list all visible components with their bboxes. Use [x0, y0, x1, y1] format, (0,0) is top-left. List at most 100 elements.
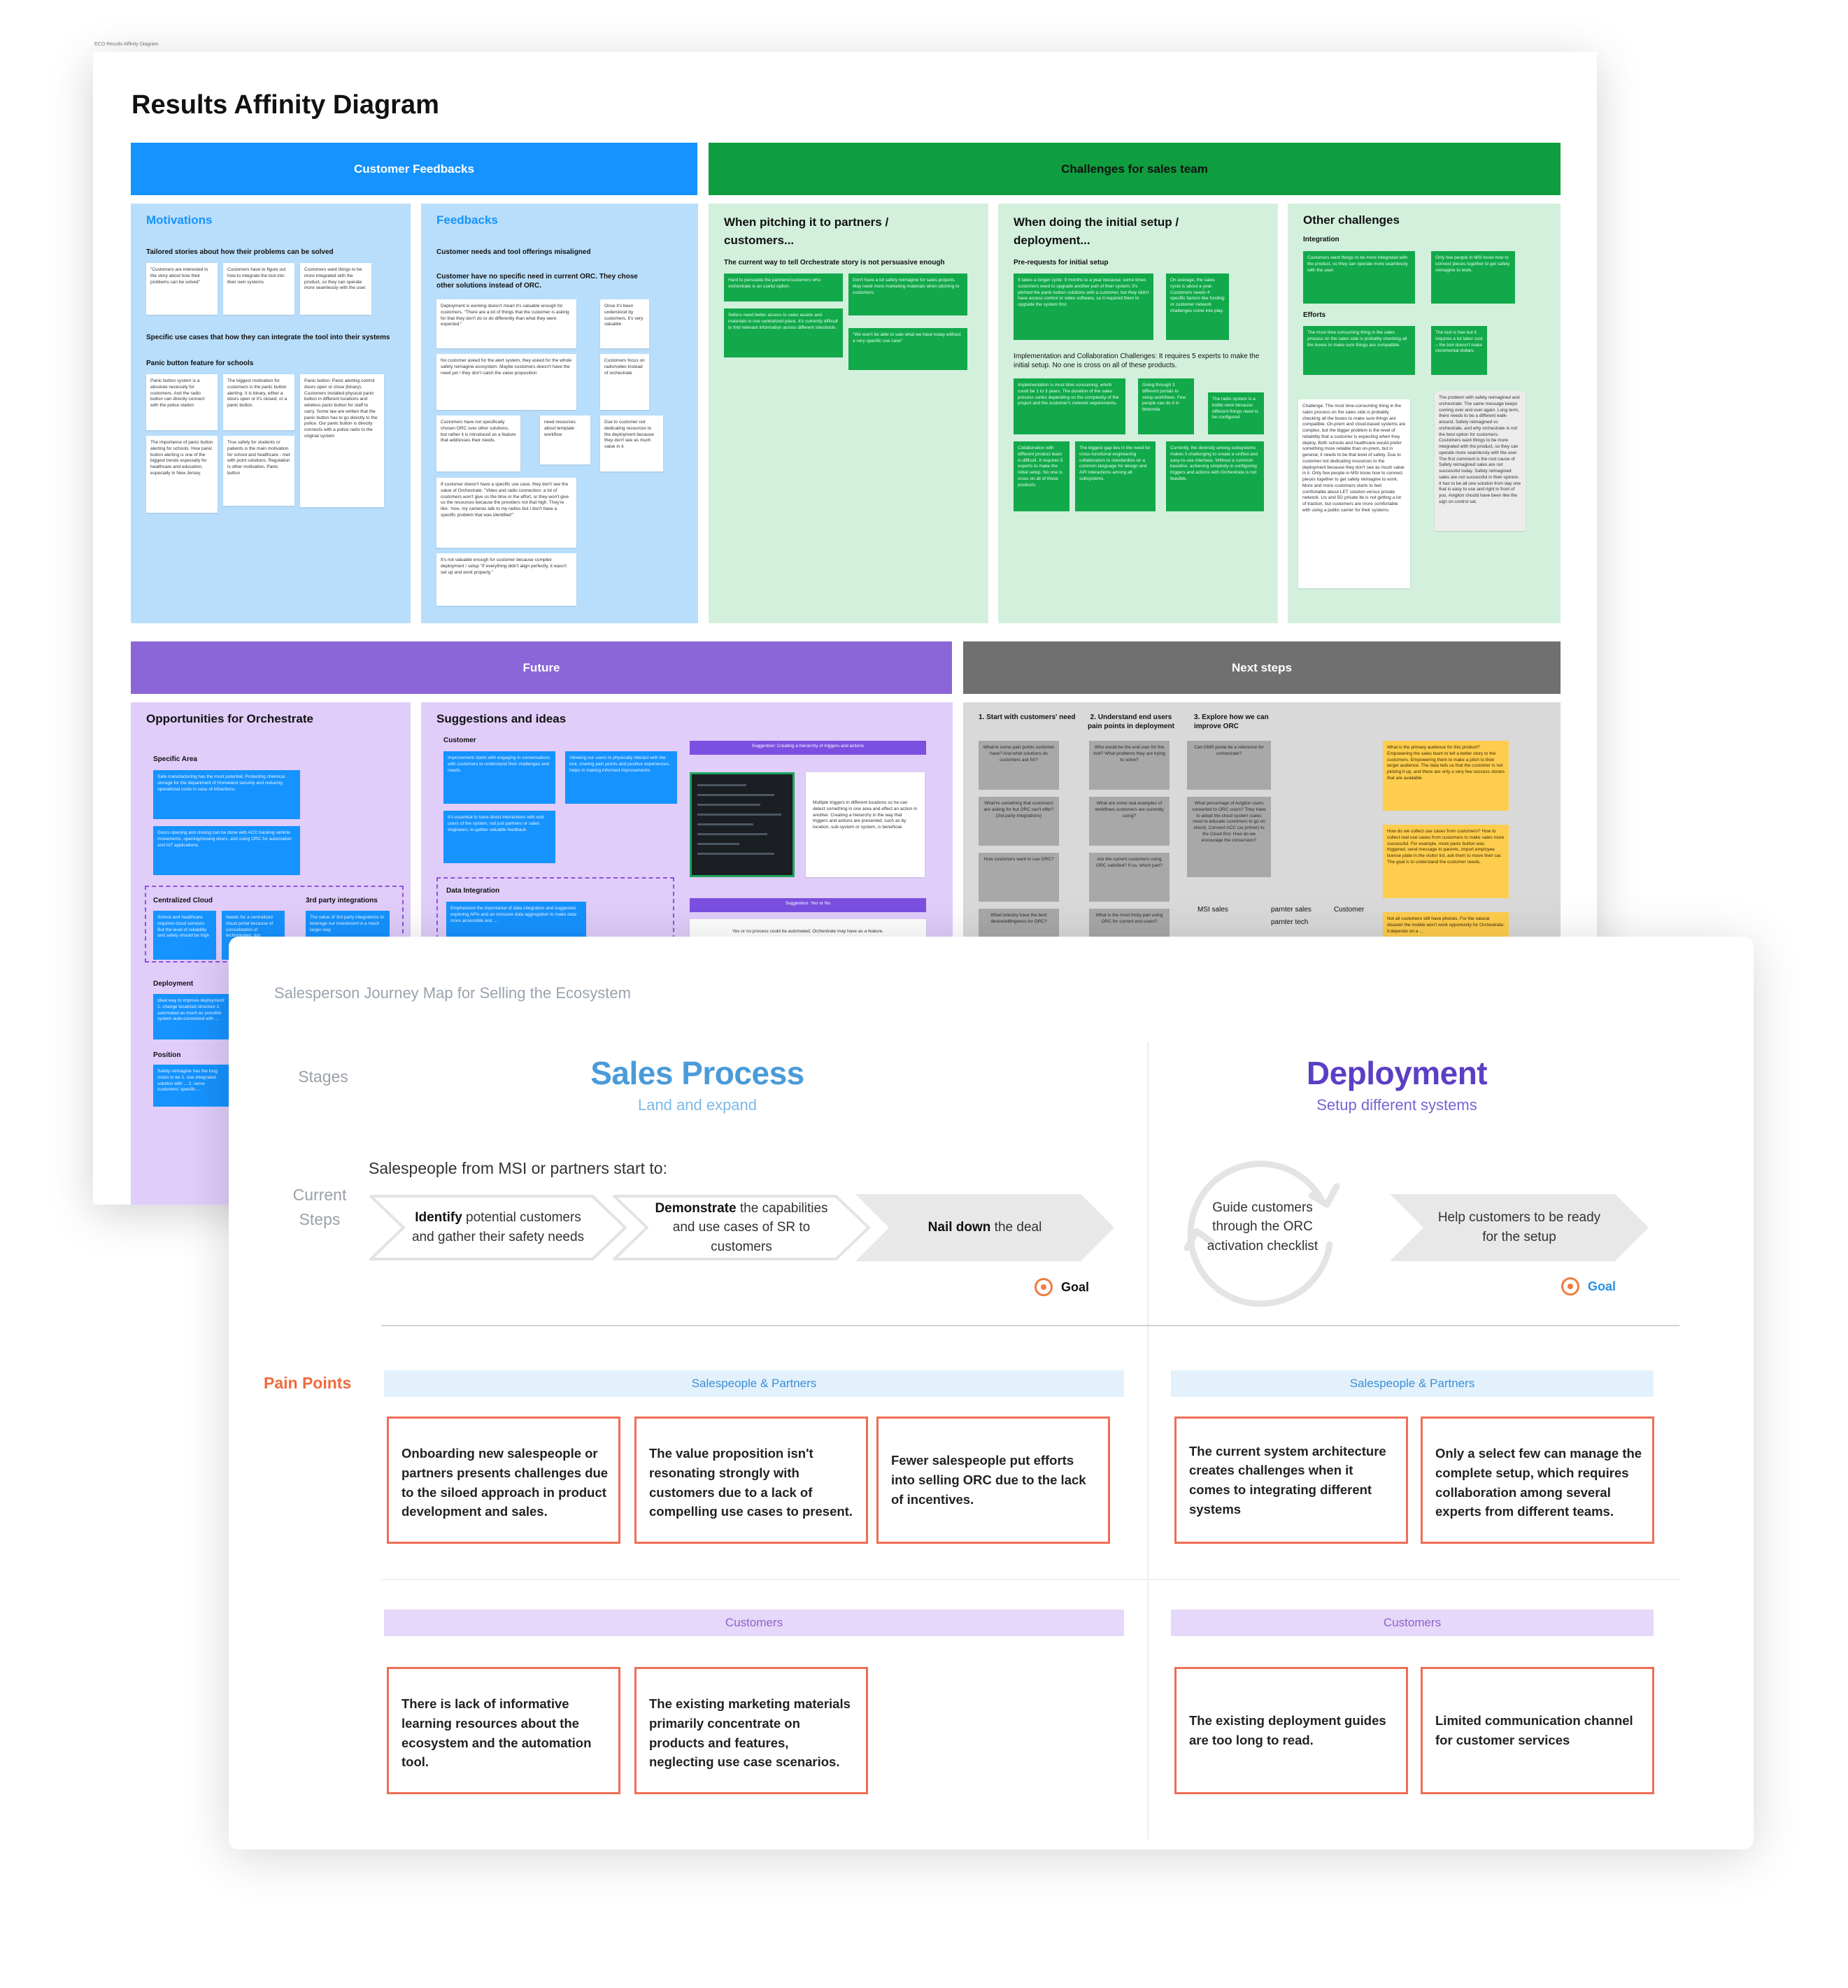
- sticky-note: On average, the sales cycle is about a y…: [1166, 274, 1229, 340]
- suggestions-sub2: Data Integration: [446, 887, 500, 895]
- pain-card: The existing marketing materials primari…: [634, 1667, 868, 1794]
- stage-deployment: Deployment Setup different systems: [1257, 1054, 1537, 1114]
- sticky-note: Are the current customers using ORC sati…: [1089, 853, 1170, 902]
- next-step-2: 2. Understand end users pain points in d…: [1088, 713, 1174, 730]
- sticky-note: Panic button: Panic alerting control doo…: [300, 374, 384, 507]
- step-ready-setup-text: Help customers to be ready for the setup: [1437, 1210, 1601, 1244]
- sticky-note: Can DMS portal be a reference for orches…: [1187, 741, 1271, 790]
- pitching-title: When pitching it to partners / customers…: [724, 215, 889, 247]
- sticky-note: Only few people in MSI know how to conne…: [1431, 251, 1515, 304]
- sticky-note: Currently, the diversity among subsystem…: [1166, 441, 1264, 511]
- sticky-note: Ideal way to improve deployment: 1. chan…: [153, 994, 230, 1039]
- stage-deployment-title: Deployment: [1306, 1055, 1488, 1091]
- sticky-note: The biggest gap lies in the need for cro…: [1075, 441, 1156, 511]
- journey-map-title: Salesperson Journey Map for Selling the …: [274, 984, 631, 1002]
- sticky-note: Customers focus on radio/video instead o…: [600, 354, 649, 410]
- sticky-note: need resources about template workflow: [540, 416, 590, 464]
- sticky-note: How customers want to use ORC?: [979, 853, 1059, 902]
- target-icon: [1561, 1277, 1579, 1295]
- header-challenges: Challenges for sales team: [709, 143, 1561, 195]
- next-step-3: 3. Explore how we can improve ORC: [1194, 713, 1269, 730]
- sticky-note: Going through 3 different portals to set…: [1138, 378, 1194, 434]
- sticky-note: Collaboration with different product tea…: [1014, 441, 1069, 511]
- stages-label: Stages: [298, 1067, 348, 1086]
- sticky-note: Improvement starts with engaging in conv…: [443, 751, 555, 804]
- sticky-note: True safety for students or patients is …: [223, 436, 294, 506]
- pain-card: Limited communication channel for custom…: [1421, 1667, 1654, 1794]
- other-sub2: Efforts: [1303, 311, 1326, 319]
- other-sub1: Integration: [1303, 236, 1339, 243]
- sticky-note: What are some real examples of workflows…: [1089, 797, 1170, 846]
- goal-sales-label: Goal: [1061, 1279, 1090, 1294]
- pain-card: Only a select few can manage the complet…: [1421, 1417, 1654, 1544]
- suggestions-title: Suggestions and ideas: [436, 712, 567, 725]
- step-demonstrate-text: the capabilities and use cases of SR to …: [672, 1200, 828, 1254]
- sticky-note: Allowing our users to physically interac…: [565, 751, 677, 804]
- other-title: Other challenges: [1303, 213, 1400, 227]
- stage-divider: [1147, 1042, 1149, 1839]
- board-title: Results Affinity Diagram: [132, 90, 439, 120]
- flow-partner-tech: parnter tech: [1271, 918, 1309, 926]
- feedbacks-title: Feedbacks: [436, 213, 498, 227]
- opportunities-sub4: Deployment: [153, 980, 194, 988]
- suggestion-label: Suggestion: Yes or No: [690, 898, 926, 912]
- sticky-note: The most time consuming thing in the sal…: [1303, 326, 1415, 375]
- step-nail-down: Nail down the deal: [855, 1194, 1114, 1261]
- opportunities-sub5: Position: [153, 1051, 181, 1059]
- stage-sales-subtitle: Land and expand: [637, 1096, 758, 1114]
- step-demonstrate: Demonstrate the capabilities and use cas…: [612, 1194, 871, 1261]
- sticky-note: Don't have a lot safety reimagine for sa…: [848, 274, 967, 315]
- stage-sales-title: Sales Process: [590, 1055, 804, 1091]
- feedbacks-sub2: Customer have no specific need in curren…: [436, 273, 638, 290]
- suggestions-sub1: Customer: [443, 737, 476, 744]
- setup-title: When doing the initial setup / deploymen…: [1014, 215, 1179, 247]
- sticky-note: Doors opening and closing can be done wi…: [153, 826, 300, 875]
- step-nail-down-bold: Nail down: [927, 1220, 991, 1235]
- setup-column: When doing the initial setup / deploymen…: [998, 204, 1278, 623]
- sticky-note: Once it's been understood by customers, …: [600, 299, 649, 348]
- suggestion-label: Suggestion: Creating a hierarchy of trig…: [690, 741, 926, 755]
- sticky-note: What percentage of Avigilon users conver…: [1187, 797, 1271, 877]
- sticky-note: The biggest motivation for customers is …: [223, 374, 294, 430]
- feedbacks-sub1: Customer needs and tool offerings misali…: [436, 248, 591, 256]
- pitching-sub1: The current way to tell Orchestrate stor…: [724, 259, 945, 267]
- sticky-note: What is the primary audience for this pr…: [1383, 741, 1509, 811]
- steps-intro: Salespeople from MSI or partners start t…: [369, 1159, 667, 1177]
- sticky-note: Implementation is most time consuming, w…: [1014, 378, 1125, 434]
- goal-deployment: Goal: [1561, 1277, 1616, 1295]
- band-customers: Customers: [384, 1610, 1124, 1636]
- sticky-note: Deployment is working doesn't mean it's …: [436, 299, 576, 348]
- sticky-note: School and healthcare required cloud ser…: [153, 911, 216, 960]
- sticky-note: Customers have not specifically chosen O…: [436, 416, 520, 471]
- band-salespeople-partners: Salespeople & Partners: [384, 1370, 1124, 1397]
- pain-card: There is lack of informative learning re…: [387, 1667, 620, 1794]
- sticky-note: It's essential to have direct interactio…: [443, 811, 555, 863]
- flow-msi-sales: MSI sales: [1197, 906, 1228, 914]
- sticky-note: Hard to persuade the partners/customers …: [724, 274, 843, 301]
- sticky-note: What're something that customers are ask…: [979, 797, 1059, 846]
- sticky-note: No customer asked for the alert system, …: [436, 354, 576, 410]
- journey-map-card: Salesperson Journey Map for Selling the …: [229, 937, 1754, 1849]
- pain-card: The value proposition isn't resonating s…: [634, 1417, 868, 1544]
- opportunities-sub2: Centralized Cloud: [153, 897, 213, 904]
- pitching-column: When pitching it to partners / customers…: [709, 204, 988, 623]
- dashboard-thumbnail: [690, 772, 795, 877]
- sticky-note: The importance of panic button alerting …: [146, 436, 218, 513]
- cycle-text: Guide customers through the ORC activati…: [1207, 1200, 1319, 1254]
- stage-deployment-subtitle: Setup different systems: [1316, 1096, 1477, 1114]
- pain-card: The current system architecture creates …: [1174, 1417, 1408, 1544]
- feedbacks-column: Feedbacks Customer needs and tool offeri…: [421, 204, 698, 623]
- step-demonstrate-bold: Demonstrate: [655, 1200, 737, 1216]
- steps-divider: [381, 1325, 1679, 1326]
- motivations-column: Motivations Tailored stories about how t…: [131, 204, 411, 623]
- opportunities-sub3: 3rd party integrations: [306, 897, 378, 904]
- sticky-note: The radio system is a bottle neck becaus…: [1208, 392, 1264, 434]
- step-activation-cycle: Guide customers through the ORC activati…: [1172, 1136, 1353, 1318]
- band-salespeople-partners-deploy: Salespeople & Partners: [1171, 1370, 1654, 1397]
- next-step-1: 1. Start with customers' need: [979, 713, 1076, 721]
- pain-card: Onboarding new salespeople or partners p…: [387, 1417, 620, 1544]
- flow-customer: Customer: [1334, 906, 1365, 914]
- stage-sales-process: Sales Process Land and expand: [536, 1054, 858, 1114]
- sticky-note: Sellers need better access to sales asse…: [724, 308, 843, 357]
- goal-deployment-label: Goal: [1588, 1279, 1616, 1293]
